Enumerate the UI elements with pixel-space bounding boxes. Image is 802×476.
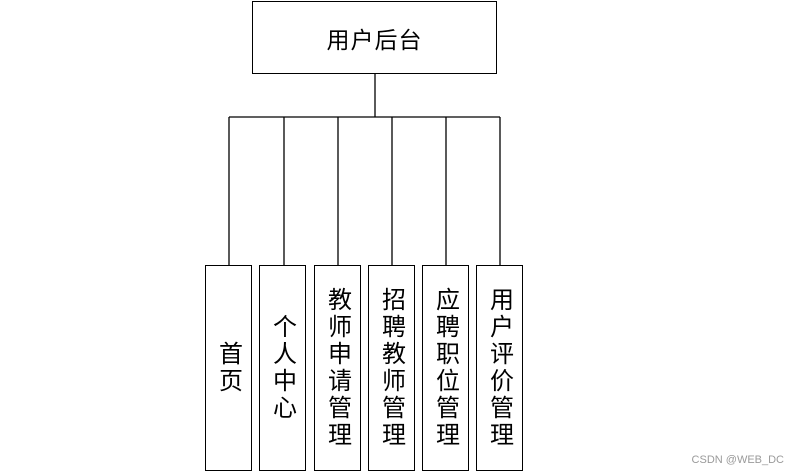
node-label: 用户评价管理 <box>485 287 514 449</box>
node-label: 首页 <box>214 341 243 395</box>
node-label: 个人中心 <box>268 314 297 422</box>
node-recruit-teacher: 招聘教师管理 <box>368 265 415 471</box>
node-job-application: 应聘职位管理 <box>422 265 469 471</box>
node-label: 招聘教师管理 <box>377 287 406 449</box>
node-home: 首页 <box>205 265 252 471</box>
root-node: 用户后台 <box>252 1 497 74</box>
watermark: CSDN @WEB_DC <box>691 454 784 466</box>
node-label: 应聘职位管理 <box>431 287 460 449</box>
root-label: 用户后台 <box>326 27 423 54</box>
node-teacher-application: 教师申请管理 <box>314 265 361 471</box>
node-label: 教师申请管理 <box>323 287 352 449</box>
node-user-review: 用户评价管理 <box>476 265 523 471</box>
node-personal-center: 个人中心 <box>259 265 306 471</box>
